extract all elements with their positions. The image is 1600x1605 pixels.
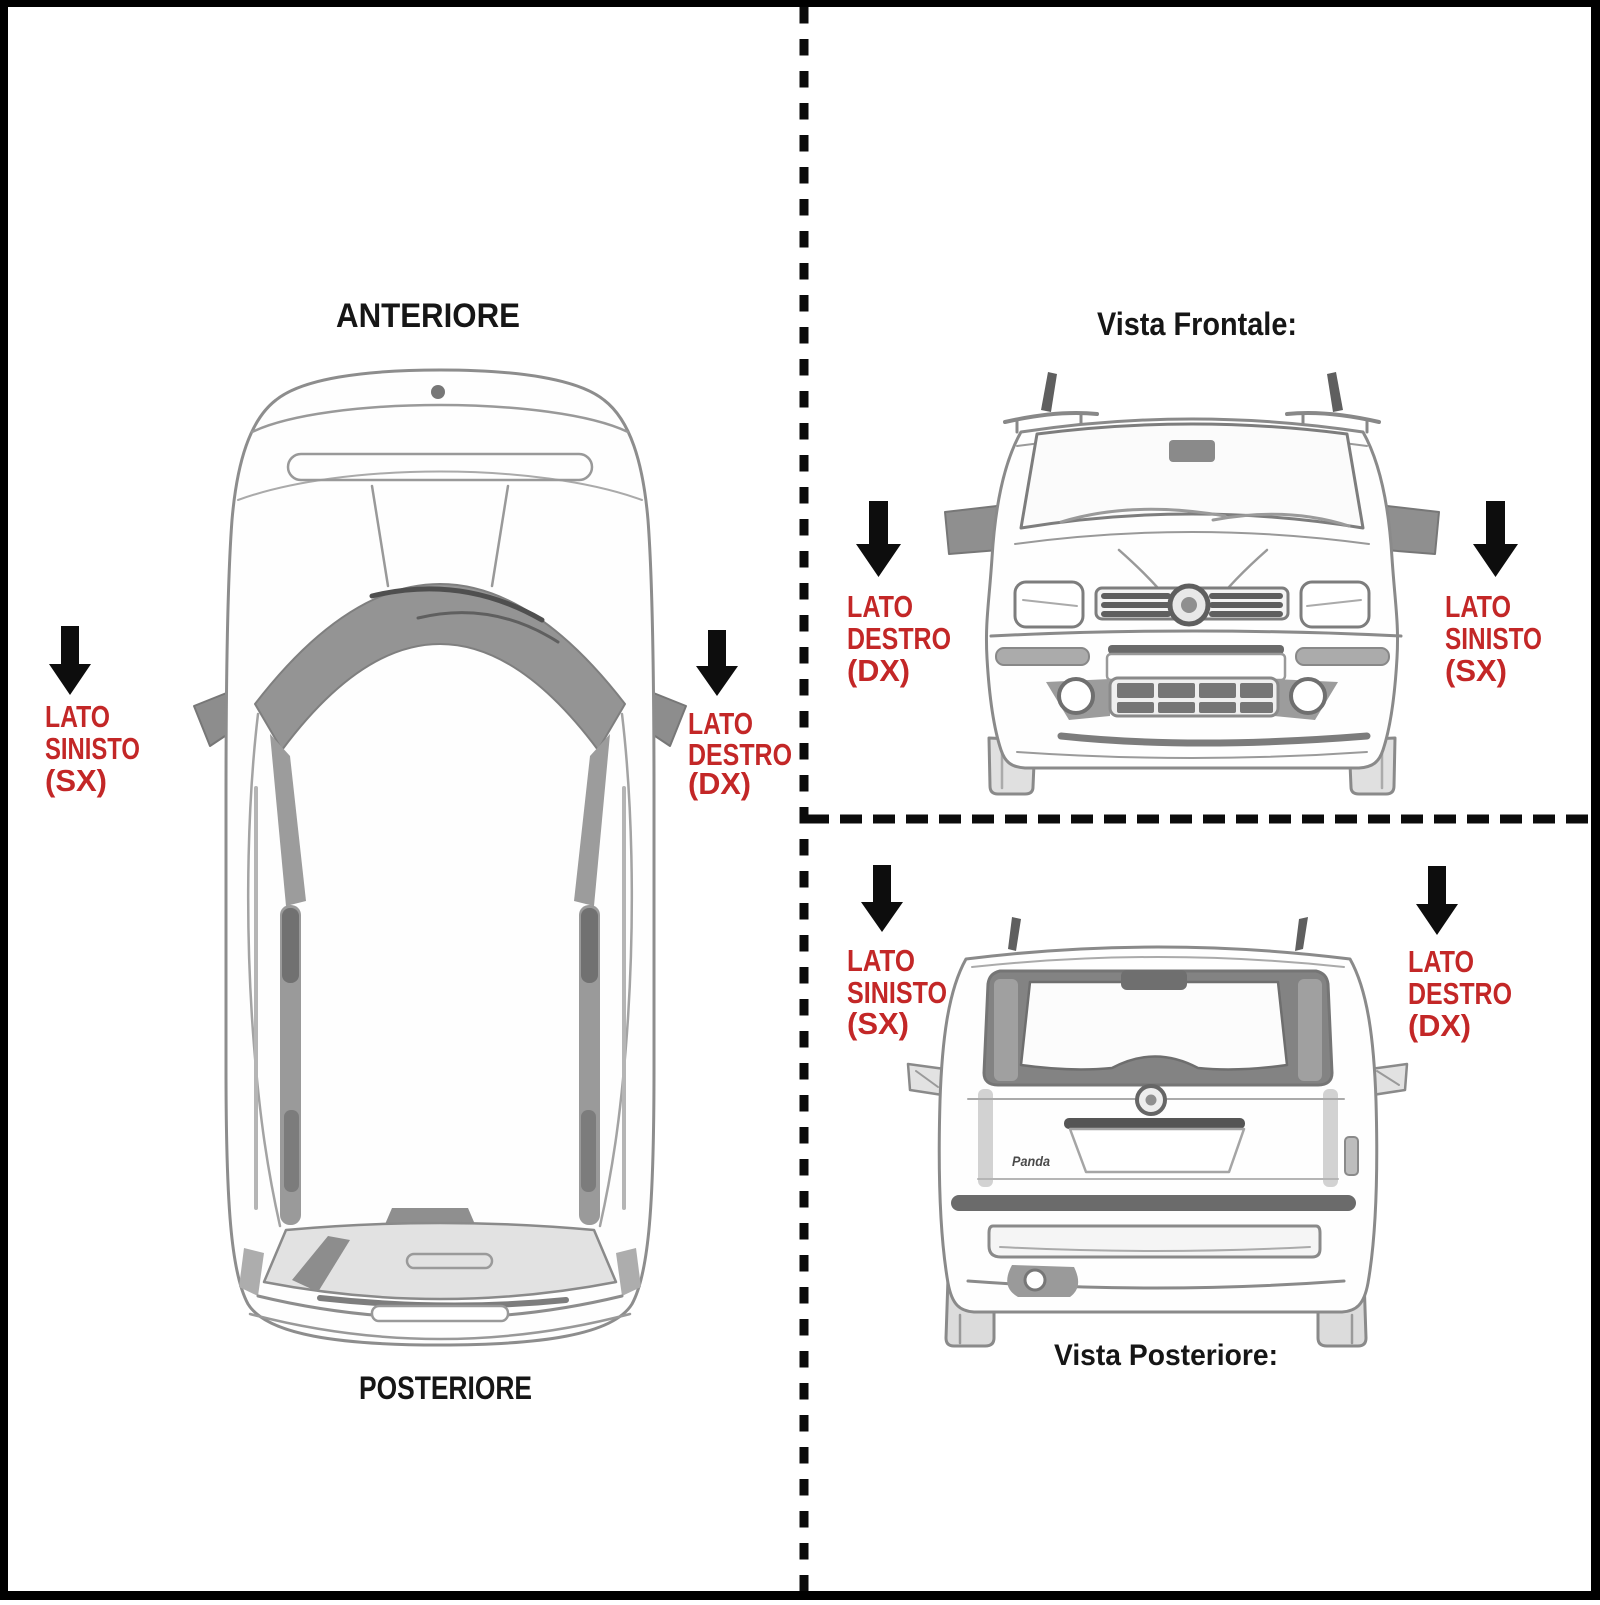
svg-text:LATO: LATO	[45, 699, 110, 734]
svg-text:LATO: LATO	[1408, 944, 1474, 979]
svg-text:(SX): (SX)	[847, 1006, 909, 1041]
svg-text:DESTRO: DESTRO	[688, 737, 792, 772]
svg-text:DESTRO: DESTRO	[1408, 976, 1512, 1011]
svg-text:SINISTO: SINISTO	[45, 731, 140, 766]
svg-text:(SX): (SX)	[1445, 653, 1507, 688]
svg-text:(DX): (DX)	[847, 653, 910, 688]
svg-text:SINISTO: SINISTO	[1445, 621, 1542, 656]
svg-text:(DX): (DX)	[688, 766, 751, 801]
svg-text:(SX): (SX)	[45, 763, 107, 798]
svg-text:LATO: LATO	[847, 943, 915, 978]
svg-text:Panda: Panda	[1012, 1153, 1050, 1169]
svg-text:LATO: LATO	[1445, 589, 1511, 624]
svg-text:DESTRO: DESTRO	[847, 621, 951, 656]
svg-text:Vista Frontale:: Vista Frontale:	[1097, 306, 1297, 342]
svg-text:Vista Posteriore:: Vista Posteriore:	[1054, 1339, 1278, 1372]
svg-text:LATO: LATO	[688, 706, 753, 741]
svg-text:POSTERIORE: POSTERIORE	[359, 1370, 532, 1406]
svg-text:SINISTO: SINISTO	[847, 975, 947, 1010]
svg-text:ANTERIORE: ANTERIORE	[336, 297, 520, 335]
svg-text:LATO: LATO	[847, 589, 913, 624]
svg-text:(DX): (DX)	[1408, 1008, 1471, 1043]
